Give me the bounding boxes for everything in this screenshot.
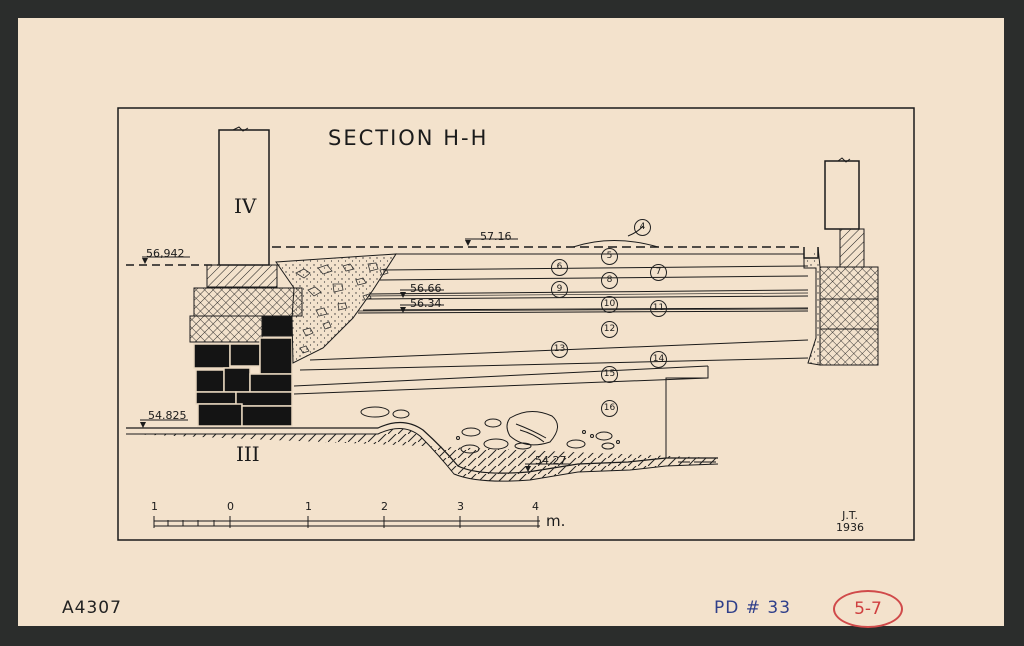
left-masonry <box>189 287 303 427</box>
layer-marker: 11 <box>650 300 667 317</box>
wall-label-iii: III <box>236 442 260 466</box>
wall-label-iv: IV <box>234 194 257 218</box>
scale-tick-label: 1 <box>305 500 312 513</box>
layer-marker: 13 <box>551 341 568 358</box>
drafter-block: J.T. 1936 <box>836 510 864 534</box>
layer-marker: 6 <box>551 259 568 276</box>
layer-marker: 15 <box>601 366 618 383</box>
scale-unit: m. <box>546 512 566 530</box>
scale-tick-label: 4 <box>532 500 539 513</box>
layer-marker: 16 <box>601 400 618 417</box>
layer-marker: 10 <box>601 296 618 313</box>
layer-marker: 4 <box>634 219 651 236</box>
drafter-initials: J.T. <box>842 509 858 522</box>
pd-number: PD # 33 <box>714 598 792 618</box>
scale-bar <box>153 516 540 528</box>
trench-stones <box>360 406 620 454</box>
wall-iv-pier <box>206 126 278 288</box>
rubble-fill <box>275 253 397 364</box>
elevation-trench-bottom: 54.27 <box>535 454 567 467</box>
scale-tick-label: 2 <box>381 500 388 513</box>
right-wall <box>803 157 879 366</box>
elevation-left-base: 54.825 <box>148 409 187 422</box>
layer-marker: 8 <box>601 272 618 289</box>
layer-marker: 9 <box>551 281 568 298</box>
section-drawing <box>117 107 915 541</box>
layer-marker: 5 <box>601 248 618 265</box>
elevation-mid-upper: 56.66 <box>410 282 442 295</box>
layer-marker: 7 <box>650 264 667 281</box>
elevation-top: 57.16 <box>480 230 512 243</box>
elevation-markers <box>140 240 531 472</box>
elevation-mid-lower: 56.34 <box>410 297 442 310</box>
layer-marker: 12 <box>601 321 618 338</box>
scale-tick-label: 1 <box>151 500 158 513</box>
scale-tick-label: 0 <box>227 500 234 513</box>
catalog-number: A4307 <box>62 598 122 618</box>
drawing-year: 1936 <box>836 521 864 534</box>
elevation-left-top: 56,942 <box>146 247 185 260</box>
layer-marker: 14 <box>650 351 667 368</box>
drawing-sheet: SECTION H-H 57.16 56,942 56.66 56.34 54.… <box>18 18 1004 628</box>
red-stamp: 5-7 <box>833 590 903 628</box>
scale-tick-label: 3 <box>457 500 464 513</box>
strata-lines <box>293 253 809 395</box>
frame-border <box>117 107 915 541</box>
section-title: SECTION H-H <box>328 126 489 150</box>
